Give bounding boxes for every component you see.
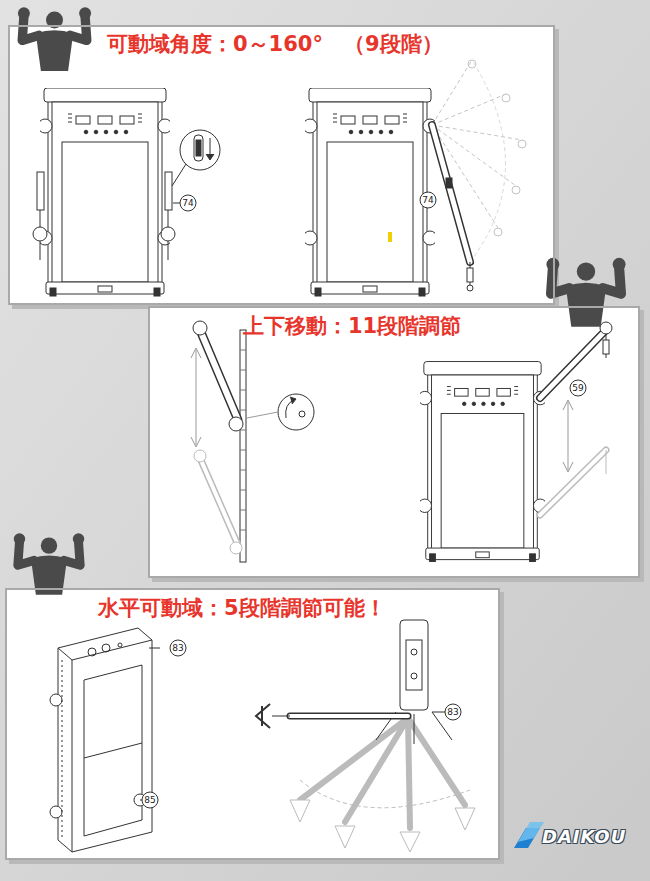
machine-horizontal-view	[50, 620, 475, 852]
panel-heading: 水平可動域：5段階調節可能！	[95, 596, 389, 620]
panel-grounds	[5, 25, 644, 864]
machine-angle-view	[33, 60, 526, 296]
feature-panel: 水平可動域：5段階調節可能！	[5, 588, 500, 860]
callout-number: 74	[178, 197, 198, 209]
callout-number: 59	[568, 382, 588, 394]
brand-logo: DAIKOU	[542, 826, 626, 847]
machine-height-view	[191, 321, 612, 562]
feature-panel: 上下移動：11段階調節	[148, 306, 640, 578]
callout-number: 83	[443, 706, 463, 718]
logo-mark	[514, 822, 544, 848]
callout-number: 85	[140, 794, 160, 806]
callout-number: 83	[168, 642, 188, 654]
feature-panel: 可動域角度：0～160° （9段階）	[8, 25, 555, 305]
panel-heading: 上下移動：11段階調節	[240, 314, 464, 338]
panel-heading: 可動域角度：0～160° （9段階）	[104, 32, 446, 56]
callout-number: 74	[418, 194, 438, 206]
muscle-icons	[14, 7, 626, 595]
